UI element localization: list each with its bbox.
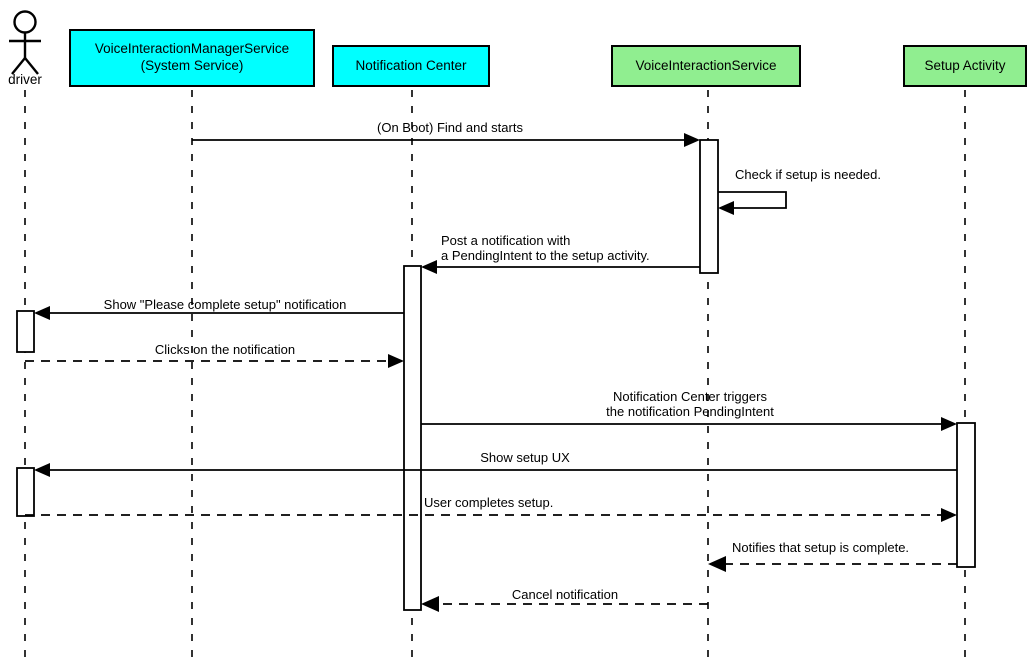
- message-label-notifies-that-setup-is-complete: Notifies that setup is complete.: [732, 540, 910, 555]
- message-label-notification-center-triggers: Notification Center triggers the notific…: [606, 389, 774, 419]
- activation-driver-1: [16, 310, 35, 353]
- activation-notification-center-1: [403, 265, 422, 611]
- participant-head-vis[interactable]: VoiceInteractionService: [611, 45, 801, 87]
- participant-label-driver: driver: [8, 72, 42, 87]
- message-label-cancel-notification: Cancel notification: [511, 587, 619, 602]
- message-label-post-a-notification: Post a notification with a PendingIntent…: [441, 233, 650, 263]
- actor-driver-icon: [9, 10, 41, 75]
- participant-head-notification-center[interactable]: Notification Center: [332, 45, 490, 87]
- message-arrow-show-setup-ux: [34, 463, 957, 477]
- message-label-check-if-setup-is-needed: Check if setup is needed.: [735, 167, 881, 182]
- activation-driver-2: [16, 467, 35, 517]
- message-label-user-completes-setup: User completes setup.: [424, 495, 554, 510]
- participant-head-setup-activity[interactable]: Setup Activity: [903, 45, 1027, 87]
- participant-label-vims: VoiceInteractionManagerService (System S…: [94, 41, 290, 73]
- activation-vis-1: [699, 139, 719, 274]
- message-label-show-please-complete-setup-notification: Show "Please complete setup" notificatio…: [103, 297, 347, 312]
- activation-setup-activity-1: [956, 422, 976, 568]
- message-arrow-on-boot-find-and-starts: [192, 133, 700, 147]
- participant-label-vis: VoiceInteractionService: [635, 57, 777, 73]
- message-arrow-notification-center-triggers: [421, 417, 957, 431]
- message-arrow-cancel-notification: [421, 596, 708, 612]
- message-arrow-post-a-notification: [421, 260, 700, 274]
- message-arrow-show-please-complete-setup-notification: [34, 306, 404, 320]
- message-arrow-user-completes-setup: [25, 508, 957, 522]
- message-arrow-check-if-setup-is-needed: [718, 191, 787, 215]
- message-arrow-clicks-on-the-notification: [25, 354, 404, 368]
- message-label-clicks-on-the-notification: Clicks on the notification: [154, 342, 296, 357]
- message-label-on-boot-find-and-starts: (On Boot) Find and starts: [377, 120, 523, 135]
- message-arrow-notifies-that-setup-is-complete: [708, 556, 957, 572]
- message-label-show-setup-ux: Show setup UX: [480, 450, 570, 465]
- activation-bars: [16, 139, 976, 611]
- participant-head-vims[interactable]: VoiceInteractionManagerService (System S…: [69, 29, 315, 87]
- participant-label-setup-activity: Setup Activity: [924, 57, 1006, 73]
- participant-label-notification-center: Notification Center: [355, 57, 467, 73]
